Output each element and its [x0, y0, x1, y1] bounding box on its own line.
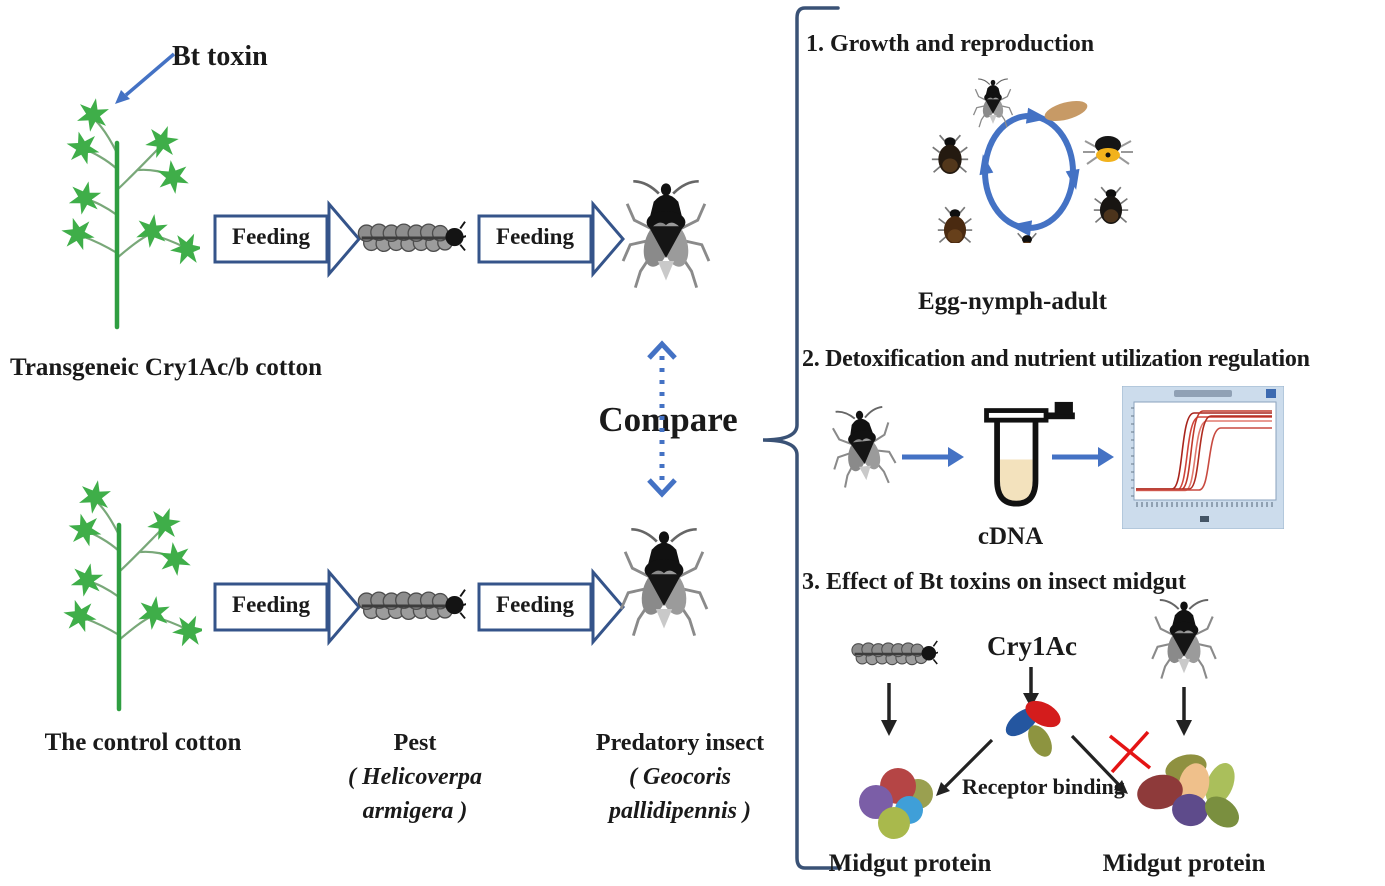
predator-species-line2: pallidipennis ): [608, 798, 752, 824]
no-binding-cross-icon: [1108, 730, 1152, 774]
chart-window-icon: [1266, 389, 1276, 398]
section1-title: 1. Growth and reproduction: [806, 31, 1095, 57]
nymph-icon: [937, 206, 973, 243]
pest-species-line1: ( Helicoverpa: [348, 764, 482, 790]
predator-bug-sample-icon: [827, 404, 899, 490]
binding-arrow-left-icon: [936, 738, 994, 796]
feeding-label: Feeding: [232, 224, 310, 249]
predator-bug-icon: [1151, 598, 1217, 680]
compare-label: Compare: [598, 400, 738, 439]
flow-arrow-icon: [898, 444, 966, 470]
midgut-protein-right-icon: [1137, 754, 1239, 828]
chart-axis-label-bar: [1200, 516, 1209, 522]
qpcr-amplification-chart: [1122, 386, 1284, 529]
pest-caterpillar-icon: [356, 220, 466, 253]
feeding-arrow-top-1: Feeding: [212, 198, 362, 280]
cdna-label: cDNA: [977, 523, 1044, 550]
cry1ac-protein-icon: [1005, 700, 1061, 757]
feeding-arrow-top-2: Feeding: [476, 198, 626, 280]
receptor-binding-label: Receptor binding: [962, 774, 1125, 799]
flow-arrow-icon: [1048, 444, 1116, 470]
midgut-protein-right-label: Midgut protein: [1102, 850, 1266, 877]
nymph-icon: [1093, 186, 1129, 225]
nymph-icon: [931, 134, 969, 175]
predator-common-name: Predatory insect: [595, 730, 765, 756]
nymph-icon: [1010, 232, 1044, 243]
bt-toxin-label: Bt toxin: [172, 41, 268, 72]
cycle-arrowhead: [1009, 220, 1033, 237]
bt-toxin-arrow-icon: [115, 52, 176, 104]
chart-header-bar: [1174, 390, 1232, 397]
feeding-arrow-bottom-1: Feeding: [212, 566, 362, 648]
feeding-arrow-bottom-2: Feeding: [476, 566, 626, 648]
control-cotton-label: The control cotton: [44, 729, 242, 756]
pest-label: Pest ( Helicoverpa armigera ): [325, 726, 505, 828]
down-arrow-icon: [1023, 667, 1039, 708]
pest-species-line2: armigera ): [362, 798, 468, 824]
feeding-label: Feeding: [496, 592, 574, 617]
transgenic-cotton-plant-icon: [40, 95, 200, 340]
down-arrow-icon: [881, 683, 897, 736]
feeding-label: Feeding: [232, 592, 310, 617]
pest-caterpillar-icon: [850, 639, 938, 666]
right-panel-bracket: [762, 6, 842, 870]
cycle-arrowhead: [1025, 107, 1049, 124]
qpcr-curves: [1136, 410, 1272, 492]
predator-species-line1: ( Geocoris: [629, 764, 731, 790]
life-cycle-diagram: [931, 78, 1133, 243]
pest-caterpillar-icon: [356, 588, 466, 621]
life-cycle-caption: Egg-nymph-adult: [918, 288, 1107, 315]
cycle-arrowhead: [1065, 168, 1080, 190]
compare-dotted-arrow-icon: [647, 340, 677, 498]
section2-title: 2. Detoxification and nutrient utilizati…: [802, 346, 1310, 372]
cycle-arrowhead: [979, 154, 994, 176]
predator-bug-bottom-icon: [619, 527, 709, 638]
binding-arrow-right-icon: [1070, 734, 1128, 794]
predator-bug-top-icon: [621, 179, 711, 290]
feeding-label: Feeding: [496, 224, 574, 249]
down-arrow-icon: [1176, 687, 1192, 736]
cry1ac-label: Cry1Ac: [987, 631, 1077, 661]
control-cotton-plant-icon: [42, 477, 202, 722]
transgenic-cotton-label: Transgeneic Cry1Ac/b cotton: [10, 354, 322, 381]
egg-laying-bug-icon: [1083, 136, 1133, 165]
predator-label: Predatory insect ( Geocoris pallidipenni…: [570, 726, 790, 828]
egg-icon: [1044, 101, 1088, 121]
midgut-protein-left-label: Midgut protein: [828, 850, 992, 877]
pest-common-name: Pest: [393, 730, 437, 756]
section3-title: 3. Effect of Bt toxins on insect midgut: [802, 569, 1186, 595]
midgut-protein-left-icon: [859, 768, 933, 839]
